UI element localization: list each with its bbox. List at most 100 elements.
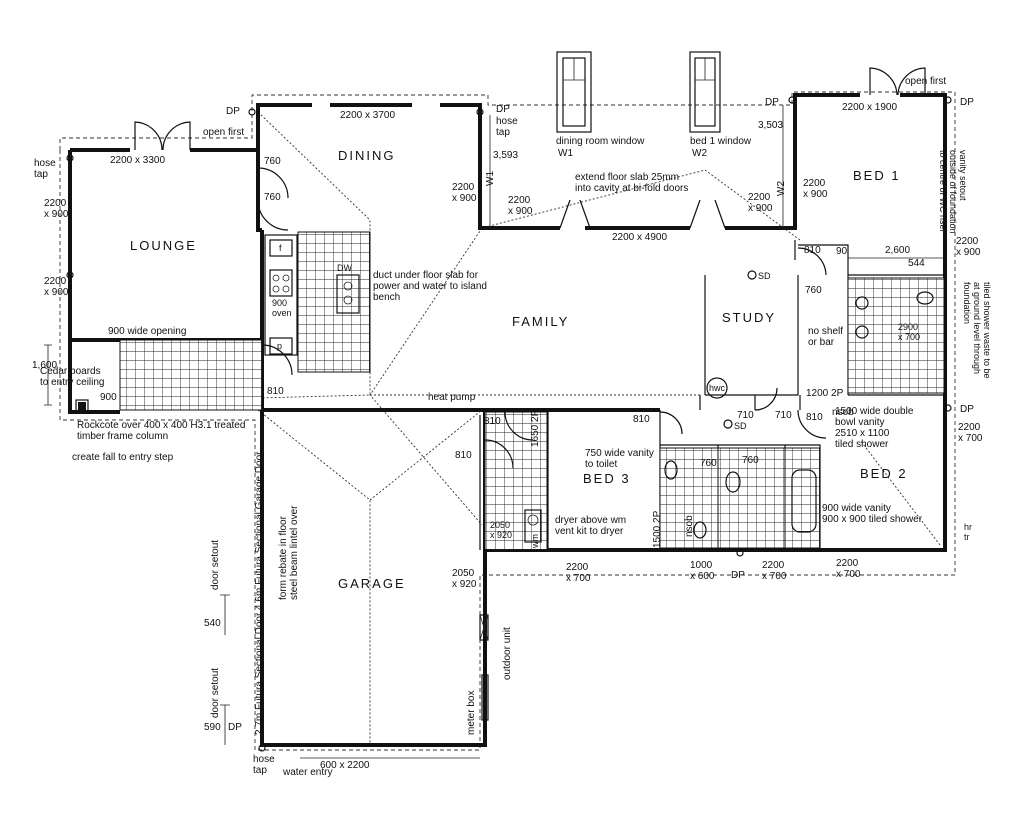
window-size-garage-side: 2050 x 920: [452, 568, 477, 590]
note-w1: W1: [558, 148, 573, 159]
note-2900: 2900 x 700: [898, 322, 921, 342]
roof-lines: [257, 111, 941, 745]
note-ensuite-2p: 1200 2P: [806, 388, 844, 399]
window-size-bed1-left: 2200 x 900: [803, 178, 828, 200]
door-size-810-garage: 810: [455, 450, 472, 461]
window-size-lounge-top: 2200 x 3300: [110, 155, 166, 166]
window-size-w2: 2200 x 900: [748, 192, 773, 214]
fixture-dishwasher: DW: [337, 263, 352, 273]
dimension-2600: 2,600: [885, 245, 911, 256]
window-size-lounge-left: 2200 x 900: [44, 198, 69, 220]
door-size-710-a: 710: [737, 410, 754, 421]
note-dp-6: DP: [731, 570, 745, 581]
note-cedar: Cedar boards to entry ceiling: [40, 366, 105, 388]
tiled-areas: [119, 231, 945, 551]
room-label-bed3: BED 3: [583, 471, 631, 486]
eave-line: [59, 91, 956, 751]
door-size-810-laundry: 810: [484, 416, 501, 427]
note-dp-1: DP: [226, 106, 240, 117]
room-label-bed2: BED 2: [860, 466, 908, 481]
window-size-dining-right: 2200 x 900: [452, 182, 477, 204]
window-size-family-bottom: 2200 x 4900: [612, 232, 668, 243]
note-vanity-double: 1500 wide double bowl vanity 2510 x 1100…: [835, 406, 914, 450]
fixture-pantry: p: [277, 341, 283, 351]
note-dp-7: DP: [228, 722, 242, 733]
note-sd-1: SD: [758, 271, 771, 281]
door-size-760-bath: 760: [700, 458, 717, 469]
note-hose-tap-left: hose tap: [34, 158, 56, 180]
note-form-rebate: form rebate in floor steel beam lintel o…: [278, 505, 300, 601]
note-water-entry: water entry: [283, 767, 333, 778]
room-label-lounge: LOUNGE: [130, 238, 197, 253]
bathroom-fixtures: [524, 291, 934, 543]
dimension-544: 544: [908, 258, 925, 269]
note-w2: W2: [692, 148, 707, 159]
note-heat-pump: heat pump: [428, 392, 476, 403]
note-extend-slab: extend floor slab 25mm into cavity at bi…: [575, 172, 689, 194]
note-fall: create fall to entry step: [72, 452, 174, 463]
dimension-3503: 3,503: [758, 120, 784, 131]
note-garage-door: 2.7m Futura Sectional Door 4.6m Futura S…: [254, 451, 265, 735]
note-dp-5: DP: [960, 404, 974, 415]
note-door-setout-1: door setout: [210, 539, 221, 590]
note-nsob-1: nsob: [832, 407, 854, 418]
window-size-bed1-top: 2200 x 1900: [842, 102, 898, 113]
window-icons: [556, 51, 721, 133]
dimension-1600: 1,600: [32, 360, 58, 371]
note-dining-window: dining room window: [556, 136, 645, 147]
note-sd-2: SD: [734, 421, 747, 431]
note-no-shelf: no shelf or bar: [808, 326, 844, 348]
window-size-dining-top: 2200 x 3700: [340, 110, 396, 121]
note-outdoor-unit: outdoor unit: [502, 627, 513, 680]
note-2050: 2050 x 920: [490, 520, 513, 540]
room-label-garage: GARAGE: [338, 576, 406, 591]
note-door-setout-2: door setout: [210, 667, 221, 718]
note-vanity-toilet: 750 wide vanity to toilet: [585, 448, 654, 470]
dimension-3593: 3,593: [493, 150, 519, 161]
note-1500-2p: 1500 2P: [652, 510, 663, 548]
note-1650-2p: 1650 2P: [530, 409, 541, 447]
markers: [66, 96, 952, 752]
door-size-760-ensuite: 760: [805, 285, 822, 296]
window-size-bed3-bottom: 2200 x 700: [566, 562, 591, 584]
window-size-bed1-right: 2200 x 900: [956, 236, 981, 258]
note-meter-box: meter box: [466, 690, 477, 735]
note-open-first-left: open first: [203, 127, 245, 138]
door-size-710-b: 710: [775, 410, 792, 421]
window-size-w1: 2200 x 900: [508, 195, 533, 217]
note-open-first-right: open first: [905, 76, 947, 87]
dimension-590: 590: [204, 722, 221, 733]
dimension-900: 900: [100, 392, 117, 403]
fixture-washing-machine: wm: [530, 534, 540, 548]
room-label-study: STUDY: [722, 310, 777, 325]
note-tiled-waste: tiled shower waste to be at ground level…: [962, 282, 992, 379]
room-label-family: FAMILY: [512, 314, 570, 329]
dimension-540: 540: [204, 618, 221, 629]
note-vanity-900: 900 wide vanity 900 x 900 tiled shower: [822, 503, 923, 525]
note-hwc: hwc: [709, 383, 726, 393]
note-hose-tap-bottom: hose tap: [253, 754, 275, 776]
window-size-lounge-left-2: 2200 x 900: [44, 276, 69, 298]
door-swings: [134, 67, 926, 469]
note-hr: hr tr: [964, 522, 973, 542]
door-size-810-bed1: 810: [804, 245, 821, 256]
note-duct: duct under floor slab for power and wate…: [373, 270, 487, 303]
window-size-bed2-right: 2200 x 700: [958, 422, 983, 444]
window-size-garage-bottom: 600 x 2200: [320, 760, 370, 771]
door-size-760-b: 760: [264, 192, 281, 203]
note-w1-side: W1: [485, 171, 496, 186]
note-rockcote: Rockcote over 400 x 400 H3.1 treated tim…: [77, 420, 246, 442]
door-size-760-wc: 760: [742, 455, 759, 466]
note-dp-2: DP: [496, 104, 510, 115]
note-opening: 900 wide opening: [108, 326, 187, 337]
door-size-810-bed3: 810: [633, 414, 650, 425]
window-size-ensuite-bottom: 2200 x 700: [762, 560, 787, 582]
note-dryer: dryer above wm vent kit to dryer: [555, 515, 627, 537]
note-dp-4: DP: [960, 97, 974, 108]
note-hose-tap-mid: hose tap: [496, 116, 518, 138]
note-bed1-window: bed 1 window: [690, 136, 752, 147]
door-size-760-a: 760: [264, 156, 281, 167]
fixture-oven: 900 oven: [272, 298, 292, 318]
note-w2-side: W2: [776, 181, 787, 196]
